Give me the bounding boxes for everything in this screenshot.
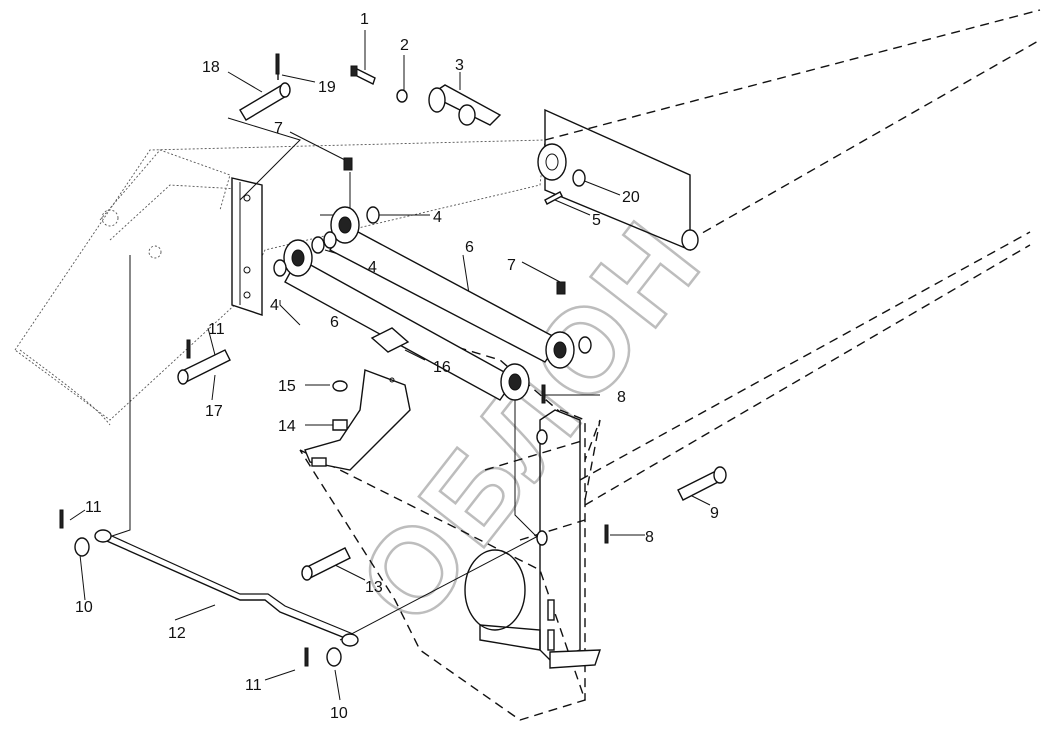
left-bracket-plate [231, 177, 263, 316]
callout-12: 12 [168, 625, 186, 642]
callout-7a: 7 [274, 120, 283, 137]
pin-9 [677, 466, 727, 501]
callout-11c: 11 [245, 677, 262, 694]
callout-6a: 6 [465, 239, 474, 256]
link-rod-12 [59, 509, 359, 667]
callout-2: 2 [400, 37, 409, 54]
callout-8a: 8 [617, 389, 626, 406]
flange-plate [464, 549, 541, 651]
callout-3: 3 [455, 57, 464, 74]
callout-13: 13 [365, 579, 383, 596]
bolt-washer-pin-group [350, 65, 502, 126]
pin-17 [177, 339, 231, 385]
callout-7b: 7 [507, 257, 516, 274]
washer-and-bolt [544, 169, 586, 205]
callout-20: 20 [622, 189, 640, 206]
cylinder-lower [273, 231, 530, 401]
cylinder-upper [329, 206, 592, 369]
mount-bracket [304, 369, 411, 471]
right-upper-plate [537, 108, 699, 252]
callout-1: 1 [360, 11, 369, 28]
callout-18: 18 [202, 59, 220, 76]
callout-10b: 10 [330, 705, 348, 722]
callout-15: 15 [278, 378, 296, 395]
callout-14: 14 [278, 418, 296, 435]
callout-9: 9 [710, 505, 719, 522]
callout-10a: 10 [75, 599, 93, 616]
loader-arm-ghost [14, 139, 546, 426]
upper-pin [239, 53, 291, 121]
callout-16: 16 [433, 359, 451, 376]
grease-fittings [343, 157, 566, 295]
pin-13 [301, 547, 351, 581]
callout-5: 5 [592, 212, 601, 229]
callout-4a: 4 [433, 209, 442, 226]
callout-4b: 4 [368, 259, 377, 276]
callout-4c: 4 [270, 297, 279, 314]
callout-11b: 11 [85, 499, 102, 516]
cotter-pins-8 [541, 384, 609, 544]
callout-19: 19 [318, 79, 336, 96]
callout-17: 17 [205, 403, 223, 420]
callout-8b: 8 [645, 529, 654, 546]
callout-11a: 11 [208, 321, 225, 338]
frame-dashed-outline [299, 9, 1041, 721]
cap-washer-nut [332, 327, 410, 431]
callout-6b: 6 [330, 314, 339, 331]
callout-labels: 1 2 3 18 19 7 20 5 4 6 4 7 4 6 11 16 15 … [75, 11, 719, 722]
